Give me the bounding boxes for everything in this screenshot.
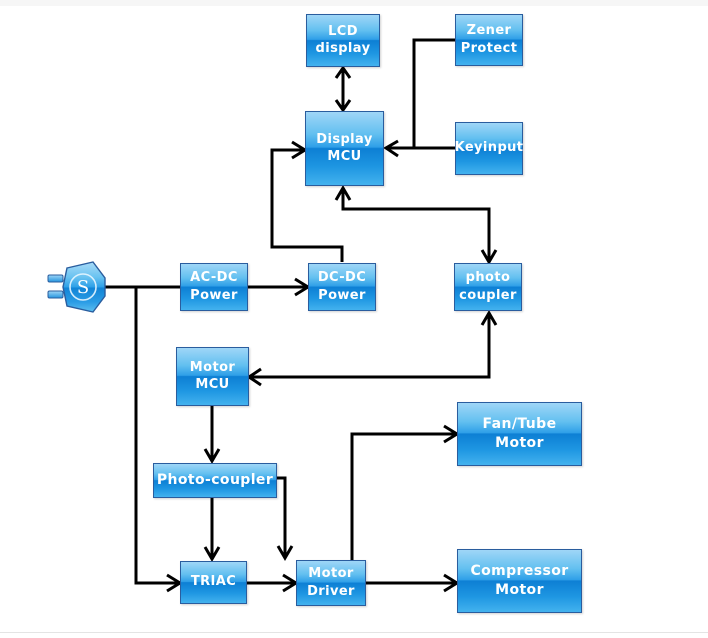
node-motor-driver[interactable]: Motor Driver <box>296 560 366 606</box>
node-display-mcu-line-2: MCU <box>327 149 362 164</box>
wire-motor-driver-to-fan-tube-motor <box>350 424 460 578</box>
node-motor-driver-line-2: Driver <box>307 583 355 599</box>
node-motor-mcu[interactable]: Motor MCU <box>176 347 249 406</box>
wire-motor-mcu-to-photo-coupler-lv <box>203 406 221 464</box>
wire-photo-coupler-lv-to-triac <box>203 498 221 562</box>
node-fan-tube-motor-line-1: Fan/Tube <box>482 416 557 432</box>
plug-ring <box>69 273 97 301</box>
node-display-mcu-line-1: Display <box>316 131 373 147</box>
node-ac-dc-power-line-1: AC-DC <box>190 270 238 286</box>
node-ac-dc-power[interactable]: AC-DC Power <box>180 263 248 311</box>
node-dc-dc-power[interactable]: DC-DC Power <box>308 263 376 311</box>
wire-zener-protect-to-display-mcu <box>383 38 455 158</box>
wire-photo-coupler-lv-to-motor-driver <box>276 476 294 561</box>
node-zener-protect[interactable]: Zener Protect <box>455 14 523 66</box>
node-photo-coupler-hv-line-1: photo <box>465 270 511 286</box>
power-plug-icon[interactable]: S S <box>47 258 109 316</box>
node-photo-coupler-hv-line-2: coupler <box>459 287 517 303</box>
node-lcd-display[interactable]: LCD display <box>306 14 380 67</box>
wire-display-branch-down-to-photo-coupler <box>480 249 498 265</box>
wire-power-plug-to-triac <box>134 287 183 593</box>
plug-prong-top <box>47 274 64 283</box>
node-keyinput[interactable]: Keyinput <box>455 122 523 175</box>
wire-ac-dc-power-to-dc-dc-power <box>248 277 311 297</box>
node-display-mcu[interactable]: Display MCU <box>305 111 384 186</box>
node-photo-coupler-lv-line-1: Photo-coupler <box>156 471 274 488</box>
canvas-top-edge <box>0 0 708 6</box>
node-fan-tube-motor-line-2: Motor <box>495 434 544 451</box>
node-triac[interactable]: TRIAC <box>180 561 247 604</box>
node-zener-protect-line-1: Zener <box>466 23 512 39</box>
plug-prong-bottom <box>47 290 64 299</box>
wire-photo-coupler-hv-to-display-mcu <box>334 185 491 262</box>
node-motor-driver-line-1: Motor <box>308 566 354 582</box>
node-fan-tube-motor[interactable]: Fan/Tube Motor <box>457 402 582 466</box>
node-photo-coupler-lv[interactable]: Photo-coupler <box>153 463 277 498</box>
wire-photo-coupler-hv-to-motor-mcu <box>246 310 498 387</box>
canvas-bottom-edge <box>0 632 708 638</box>
node-photo-coupler-hv[interactable]: photo coupler <box>454 263 522 311</box>
node-dc-dc-power-line-1: DC-DC <box>317 270 367 286</box>
node-zener-protect-line-2: Protect <box>460 40 518 56</box>
plug-label: S <box>77 277 89 298</box>
node-keyinput-line-1: Keyinput <box>454 140 524 156</box>
node-compressor-motor-line-1: Compressor <box>470 563 569 579</box>
wire-motor-driver-to-compressor-motor <box>366 573 460 593</box>
node-triac-line-1: TRIAC <box>190 574 237 590</box>
node-compressor-motor-line-2: Motor <box>495 581 544 598</box>
node-lcd-display-line-2: display <box>315 41 371 56</box>
node-compressor-motor[interactable]: Compressor Motor <box>457 549 582 613</box>
plug-body <box>62 261 106 313</box>
wire-lcd-display-to-display-mcu <box>334 65 352 113</box>
wire-triac-to-motor-driver <box>247 573 299 593</box>
node-motor-mcu-line-1: Motor <box>189 359 236 375</box>
node-motor-mcu-line-2: MCU <box>195 377 230 392</box>
node-lcd-display-line-1: LCD <box>328 23 358 39</box>
node-ac-dc-power-line-2: Power <box>190 287 238 303</box>
node-dc-dc-power-line-2: Power <box>318 287 366 303</box>
